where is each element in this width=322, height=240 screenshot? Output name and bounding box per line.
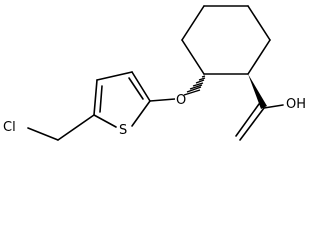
ring-bond-top-right	[247, 5, 271, 41]
thiophene-bond-c4-c5	[93, 79, 98, 116]
hydroxyl-bond	[263, 104, 284, 109]
thiophene-bond-c2-c3	[131, 71, 151, 102]
ring-bond-bottom-left	[181, 39, 205, 75]
carbonyl-bond-outer	[239, 107, 265, 141]
ether-bond-to-thiophene	[149, 98, 176, 102]
thiophene-bond-c3-c4	[96, 71, 133, 81]
thiophene-double-bond-inner-b	[99, 85, 103, 113]
carbonyl-bond-inner	[235, 103, 260, 137]
chlorine-label: Cl	[3, 120, 16, 135]
hydroxyl-label: OH	[286, 97, 306, 112]
methylene-to-chlorine-bond	[27, 127, 59, 141]
chemical-structure: Cl S O OH	[3, 5, 306, 141]
ring-bond-top-left	[181, 5, 205, 41]
thiophene-bond-s-c2	[131, 100, 151, 127]
ring-to-methylene-bond	[57, 114, 95, 141]
carboxyl-bonds	[235, 103, 284, 141]
chloromethyl-bonds	[27, 114, 95, 141]
thiophene-bond-c5-s	[93, 114, 117, 128]
bold-wedge-bond-to-carboxyl	[248, 74, 267, 109]
sulfur-label: S	[119, 123, 127, 138]
hashed-wedge-bond-to-oxygen	[183, 75, 206, 96]
thiophene-ring	[93, 71, 151, 128]
thiophene-double-bond-inner-a	[128, 77, 144, 100]
structure-canvas: Cl S O OH	[3, 5, 306, 141]
cyclohexane-ring	[181, 5, 271, 75]
ether-oxygen-label: O	[176, 93, 186, 108]
ring-bond-bottom-right	[247, 39, 271, 75]
